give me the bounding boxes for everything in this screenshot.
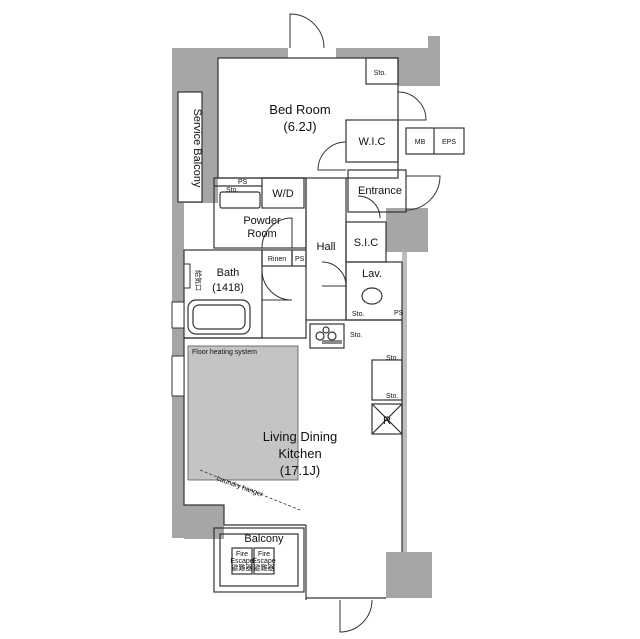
bedroom-window-door <box>289 13 325 49</box>
rinen-label: Rinen <box>268 256 286 263</box>
wall-right-column <box>386 208 428 252</box>
windows <box>171 263 191 397</box>
fire-escape-2 <box>253 547 275 575</box>
ldk-name-line1: Living Dining <box>263 429 337 444</box>
powder-door-arc[interactable] <box>261 217 293 249</box>
bedroom-storage <box>365 57 399 85</box>
doors <box>261 13 441 633</box>
sic-door-arc[interactable] <box>357 195 381 219</box>
lav-sto-label: Sto. <box>352 311 365 318</box>
cabinet-sto-label-2: Sto. <box>386 393 399 400</box>
powder-line1: Powder <box>243 215 281 227</box>
entrance-outline <box>347 169 407 213</box>
fire-escape-2-jp: 避難器 <box>254 563 275 572</box>
bedroom-size: (6.2J) <box>283 119 316 134</box>
powder-sto-label: Sto. <box>226 187 239 194</box>
wall-top-mid <box>336 48 400 58</box>
wd-label: W/D <box>272 188 293 200</box>
mb-eps-box <box>405 127 465 155</box>
wall-bottom-left <box>184 505 224 539</box>
ps-label-powder: PS <box>238 179 248 186</box>
entrance-door-arc[interactable] <box>405 175 441 211</box>
wall-top-right-cap <box>428 36 440 50</box>
labels: Bed Room (6.2J) Living Dining Kitchen (1… <box>191 70 456 572</box>
ldk-window-left <box>171 355 185 397</box>
wic-door-arc[interactable] <box>397 91 427 121</box>
bedroom-name: Bed Room <box>269 102 330 117</box>
structural-walls <box>172 36 440 598</box>
wic-outline <box>345 119 399 163</box>
bedroom-sto-label: Sto. <box>374 70 387 77</box>
wall-right-lower <box>402 252 407 552</box>
fire-escape-1-line2: Escape <box>230 558 253 565</box>
entrance-label: Entrance <box>358 185 402 197</box>
refrigerator <box>371 403 403 435</box>
bathtub <box>187 299 251 335</box>
service-balcony-outline <box>177 91 203 203</box>
laundry-hanger-line <box>199 469 301 511</box>
wall-kitchen-edge <box>322 340 342 344</box>
fire-escape-1-jp: 避難器 <box>232 563 253 572</box>
hall-label: Hall <box>317 241 336 253</box>
fire-escape-2-line1: Fire <box>258 551 270 558</box>
floor-heating-label: Floor heating system <box>192 349 257 356</box>
bedroom-door-arc[interactable] <box>317 141 347 171</box>
balcony-door-arc[interactable] <box>339 599 373 633</box>
bath-size: (1418) <box>212 282 244 294</box>
wall-top-right <box>398 48 440 86</box>
bath-vent-label: 給気口 <box>194 270 203 291</box>
partitions <box>177 57 465 600</box>
ps-label-lav: PS <box>394 310 404 317</box>
powder-outline <box>213 177 307 249</box>
wall-top-left <box>218 48 288 58</box>
fire-escape-2-line2: Escape <box>252 558 275 565</box>
mb-label: MB <box>415 139 426 146</box>
cabinet-sto-label: Sto. <box>386 355 399 362</box>
ldk-left-edge <box>183 338 306 526</box>
lav-label: Lav. <box>362 268 382 280</box>
bedroom-outline <box>217 57 399 179</box>
bath-door-arc[interactable] <box>261 269 293 301</box>
refrigerator-r-label: R <box>383 415 391 427</box>
bath-name: Bath <box>217 267 240 279</box>
powder-line2: Room <box>247 228 276 240</box>
ps-label-rinen: PS <box>295 256 305 263</box>
service-balcony-label: Service Balcony <box>191 109 203 188</box>
fire-escape-1 <box>231 547 253 575</box>
kitchen-sto-label: Sto. <box>350 332 363 339</box>
sic-label: S.I.C <box>354 237 379 249</box>
wic-label: W.I.C <box>359 136 386 148</box>
balcony-label: Balcony <box>244 533 284 545</box>
floor-heating-area <box>187 345 299 481</box>
kitchen-sink <box>309 323 345 349</box>
bath-window <box>171 301 185 329</box>
kitchen-cabinet <box>371 359 403 401</box>
balcony-outline <box>213 527 305 593</box>
hall-door-arc[interactable] <box>321 261 347 287</box>
ldk-size: (17.1J) <box>280 463 320 478</box>
wall-bottom-right <box>386 552 432 598</box>
eps-label: EPS <box>442 139 456 146</box>
bath-vent <box>183 263 191 289</box>
ldk-name-line2: Kitchen <box>278 446 321 461</box>
fire-escape-1-line1: Fire <box>236 551 248 558</box>
